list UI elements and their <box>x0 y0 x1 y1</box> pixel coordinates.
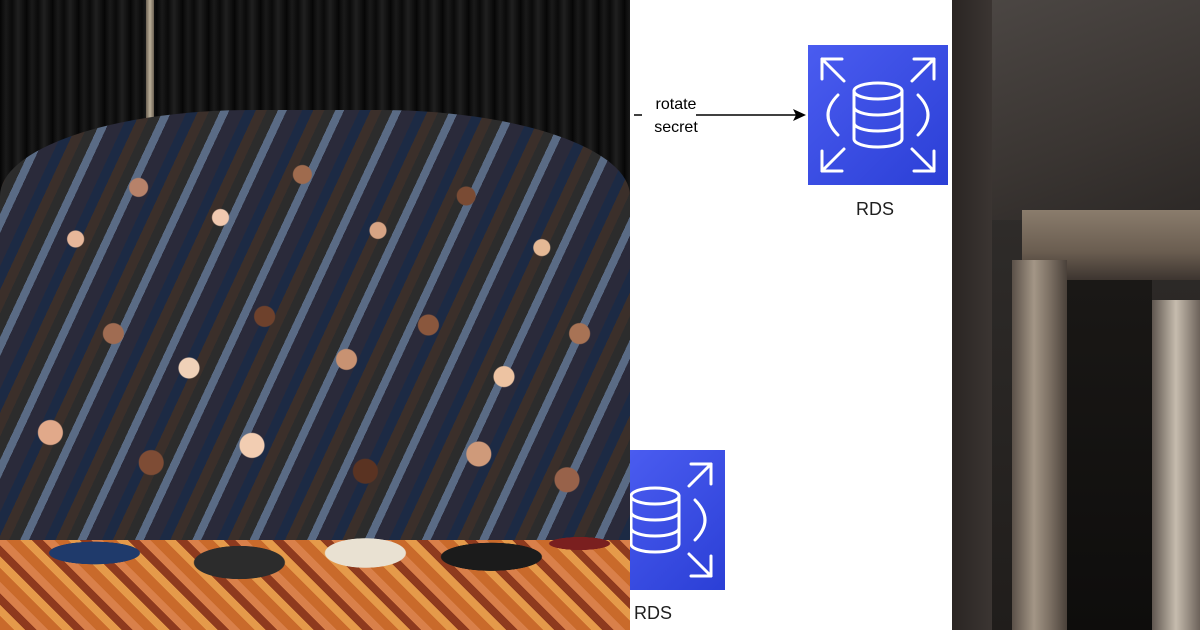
rotate-secret-arrow <box>634 109 806 121</box>
rds-label-lower: RDS <box>634 603 673 623</box>
dark-edge <box>952 0 992 630</box>
arrow-label: rotate secret <box>646 93 706 139</box>
rds-database-icon[interactable] <box>808 45 948 185</box>
dark-opening <box>1067 280 1152 630</box>
crowd-photo <box>0 0 630 630</box>
stage-pole <box>146 0 154 140</box>
wooden-post-right <box>1152 300 1200 630</box>
arrow-label-line1: rotate <box>655 96 697 113</box>
rds-database-icon-lower[interactable] <box>630 450 725 590</box>
arrow-label-line2: secret <box>654 119 698 136</box>
dark-interior-photo <box>952 0 1200 630</box>
rds-glyph <box>820 57 936 173</box>
front-row-people <box>0 420 630 610</box>
wooden-post-left <box>1012 260 1067 630</box>
rds-label: RDS <box>856 199 895 219</box>
dark-wall <box>992 0 1200 220</box>
architecture-diagram: rotate secret RDS <box>630 0 952 630</box>
rds-glyph-lower <box>630 462 713 578</box>
